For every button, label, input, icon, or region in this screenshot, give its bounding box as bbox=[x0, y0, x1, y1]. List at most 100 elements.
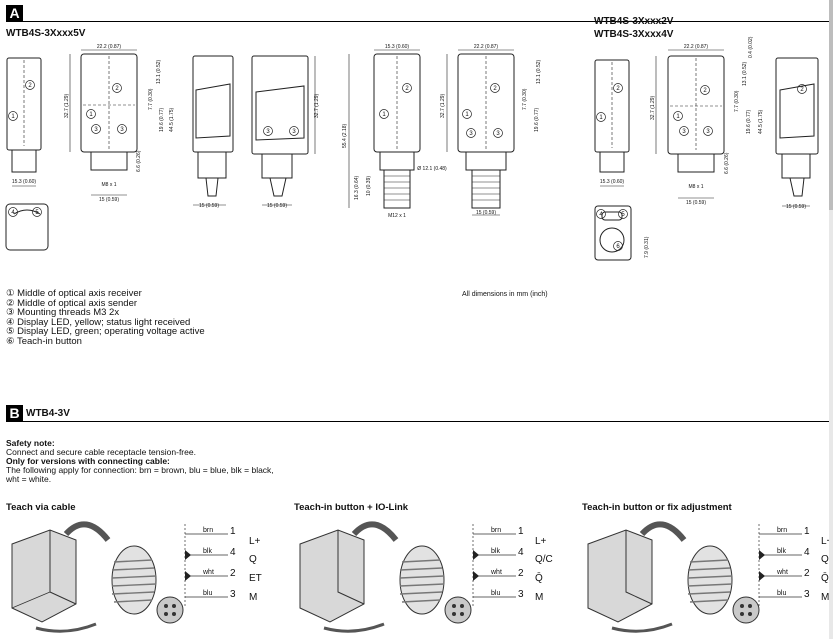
legend-item: ① Middle of optical axis receiver bbox=[6, 288, 142, 299]
section-b-badge: B bbox=[6, 405, 23, 422]
dimensions-note: All dimensions in mm (inch) bbox=[462, 291, 548, 298]
dim-15-f: 15 (0.59) bbox=[786, 204, 806, 210]
pin-number: 4 bbox=[230, 547, 236, 558]
dim-44-5-a: 44.5 (1.75) bbox=[169, 107, 175, 132]
dim-7-7-a: 7.7 (0.30) bbox=[148, 88, 154, 110]
callout-3-d: 3 bbox=[496, 131, 500, 137]
callout-2-c: 2 bbox=[405, 86, 409, 92]
callout-2-g: 2 bbox=[800, 87, 804, 93]
dim-32-7-c: 32.7 (1.29) bbox=[440, 93, 446, 118]
dim-7-7-c: 7.7 (0.30) bbox=[734, 90, 740, 112]
safety-text: Connect and secure cable receptacle tens… bbox=[6, 447, 196, 457]
dim-0-4: 0.4 (0.02) bbox=[748, 36, 754, 58]
dim-44-5-b: 44.5 (1.75) bbox=[758, 109, 764, 134]
legend-item: ③ Mounting threads M3 2x bbox=[6, 307, 120, 319]
dim-16-3: 16.3 (0.64) bbox=[354, 175, 360, 200]
dim-15-3-a: 15.3 (0.60) bbox=[12, 179, 37, 185]
dim-m8-b: M8 x 1 bbox=[688, 184, 703, 190]
dim-15-b: 15 (0.59) bbox=[199, 203, 219, 209]
callout-3-g: 3 bbox=[682, 129, 686, 135]
pin-signal: L+ bbox=[535, 536, 547, 547]
connector-illustration-1 bbox=[11, 521, 184, 633]
legend-item: ④ Display LED, yellow; status light rece… bbox=[6, 316, 191, 328]
callout-1-c: 1 bbox=[382, 112, 386, 118]
dim-19-6-a: 19.6 (0.77) bbox=[159, 107, 165, 132]
dim-55-4: 55.4 (2.18) bbox=[342, 123, 348, 148]
callout-3-b: 3 bbox=[120, 127, 124, 133]
dim-32-7-b: 32.7 (1.29) bbox=[314, 93, 320, 118]
pin-signal: L+ bbox=[249, 536, 261, 547]
dim-22-2-b: 22.2 (0.87) bbox=[474, 44, 499, 50]
pin-signal: ET bbox=[249, 573, 262, 584]
dimension-drawing-left: 2 1 2 1 3 3 2 1 2 1 3 3 3 3 4 5 22.2 (0.… bbox=[5, 44, 542, 251]
scrollbar-thumb[interactable] bbox=[829, 0, 833, 210]
dim-15-a: 15 (0.59) bbox=[99, 197, 119, 203]
pin-signal: Q bbox=[821, 554, 829, 565]
wire-label: blu bbox=[777, 590, 786, 597]
pin-number: 2 bbox=[518, 568, 524, 579]
legend-item: ⑥ Teach-in button bbox=[6, 335, 82, 347]
pin-number: 3 bbox=[804, 589, 810, 600]
callout-6: 6 bbox=[616, 244, 620, 250]
wire-label: wht bbox=[202, 569, 214, 576]
callout-3-c: 3 bbox=[469, 131, 473, 137]
dim-15-3-b: 15.3 (0.60) bbox=[600, 179, 625, 185]
callout-2-b: 2 bbox=[115, 86, 119, 92]
callout-2-d: 2 bbox=[493, 86, 497, 92]
dim-7-9: 7.9 (0.31) bbox=[644, 236, 650, 258]
dim-19-6-c: 19.6 (0.77) bbox=[746, 109, 752, 134]
versions-text-1: The following apply for connection: brn … bbox=[6, 465, 274, 475]
connector-illustration-2 bbox=[299, 521, 472, 633]
callout-legend: ① Middle of optical axis receiver ② Midd… bbox=[6, 289, 205, 347]
wiring-diagram-1: brn blk wht blu 1 4 2 3 L+ Q ET M bbox=[184, 524, 262, 608]
dim-15-e: 15 (0.59) bbox=[686, 200, 706, 206]
callout-2-a: 2 bbox=[28, 83, 32, 89]
pin-signal: Q/C bbox=[535, 554, 553, 565]
callout-1-a: 1 bbox=[11, 114, 15, 120]
pin-signal: Q bbox=[249, 554, 257, 565]
callout-1-e: 1 bbox=[599, 115, 603, 121]
pin-number: 4 bbox=[804, 547, 810, 558]
safety-note: Safety note: Connect and secure cable re… bbox=[6, 439, 306, 484]
dim-19-6-b: 19.6 (0.77) bbox=[534, 107, 540, 132]
dimension-drawing-right: 2 1 2 1 3 3 2 4 5 6 22.2 (0.87) 15.3 (0.… bbox=[594, 36, 819, 261]
section-b-model: WTB4-3V bbox=[26, 408, 70, 419]
pin-number: 2 bbox=[804, 568, 810, 579]
model-right-label-2: WTB4S-3Xxxx4V bbox=[594, 29, 674, 40]
dim-12-1: Ø 12.1 (0.48) bbox=[417, 166, 447, 172]
wire-label: blk bbox=[203, 548, 212, 555]
safety-title: Safety note: bbox=[6, 438, 55, 448]
wire-label: blk bbox=[491, 548, 500, 555]
wire-label: blu bbox=[491, 590, 500, 597]
pin-number: 1 bbox=[804, 526, 810, 537]
pin-number: 4 bbox=[518, 547, 524, 558]
pin-number: 3 bbox=[230, 589, 236, 600]
model-left-label: WTB4S-3Xxxx5V bbox=[6, 28, 86, 39]
conn-title-teach-iolink: Teach-in button + IO-Link bbox=[294, 502, 409, 513]
conn-title-teach-cable: Teach via cable bbox=[6, 502, 76, 513]
pin-number: 1 bbox=[518, 526, 524, 537]
versions-text-2: wht = white. bbox=[6, 474, 52, 484]
pin-number: 1 bbox=[230, 526, 236, 537]
dim-6-6-a: 6.6 (0.26) bbox=[136, 150, 142, 172]
callout-4-b: 4 bbox=[599, 212, 603, 218]
wire-label: wht bbox=[490, 569, 502, 576]
callout-3-f: 3 bbox=[292, 129, 296, 135]
dim-13-1-b: 13.1 (0.52) bbox=[536, 59, 542, 84]
model-right-label-1: WTB4S-3Xxxx2V bbox=[594, 16, 674, 27]
connector-illustration-3 bbox=[587, 521, 760, 633]
dim-32-7-d: 32.7 (1.29) bbox=[650, 95, 656, 120]
callout-1-f: 1 bbox=[676, 114, 680, 120]
callout-2-e: 2 bbox=[616, 86, 620, 92]
legend-item: ② Middle of optical axis sender bbox=[6, 297, 138, 309]
section-a-rule bbox=[6, 21, 829, 22]
callout-3-h: 3 bbox=[706, 129, 710, 135]
callout-5-a: 5 bbox=[35, 210, 39, 216]
legend-item: ⑤ Display LED, green; operating voltage … bbox=[6, 326, 205, 338]
callout-3-e: 3 bbox=[266, 129, 270, 135]
callout-5-b: 5 bbox=[621, 212, 625, 218]
wire-label: blu bbox=[203, 590, 212, 597]
dim-22-2-a: 22.2 (0.87) bbox=[97, 44, 122, 50]
vertical-scrollbar[interactable] bbox=[829, 0, 833, 639]
callout-3-a: 3 bbox=[94, 127, 98, 133]
